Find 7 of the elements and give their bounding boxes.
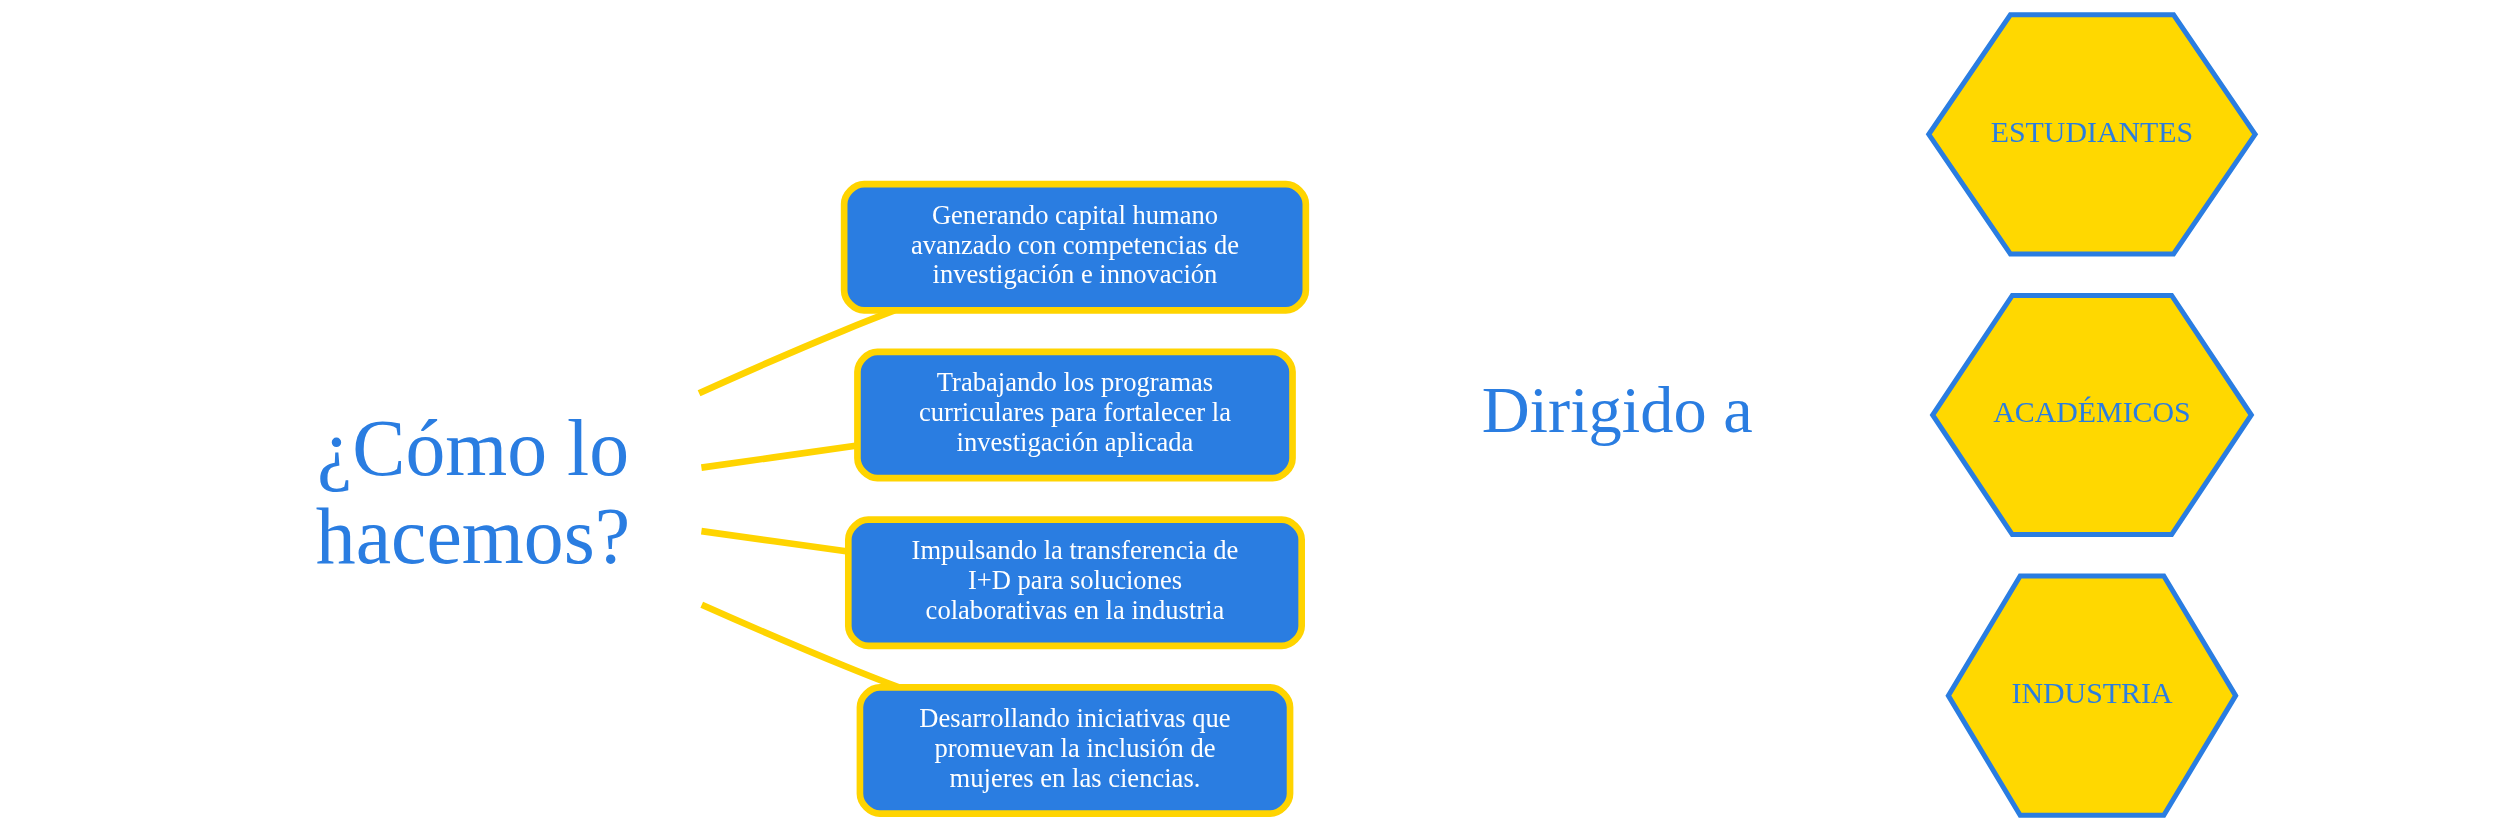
node-box: Generando capital humano avanzado con competencias de investigación e innovación: [840, 180, 1310, 314]
node-box: Trabajando los programas curriculares para fortalecer la investigación aplicada: [854, 348, 1296, 482]
node-text: ¿Cómo lo hacemos?: [315, 404, 631, 581]
node-box: Impulsando la transferencia de I+D para soluciones colaborativas en la industria: [844, 516, 1305, 650]
connector: [700, 442, 858, 471]
label: Dirigido a: [1481, 372, 1753, 446]
node-box: Desarrollando iniciativas que promuevan la inclusión de mujeres en las ciencias.: [856, 684, 1294, 817]
